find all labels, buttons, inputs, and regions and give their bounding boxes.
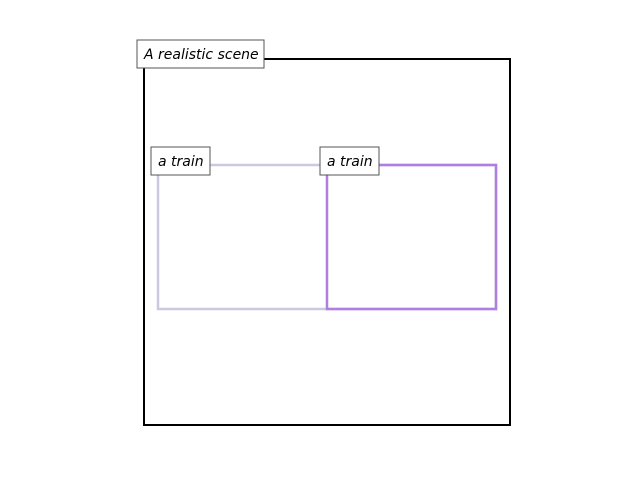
object-label-1: a train	[158, 154, 204, 170]
scene-label-group: A realistic scene	[136, 39, 265, 69]
object-label-group-2: a train	[319, 146, 380, 176]
object-label-group-1: a train	[150, 146, 211, 176]
scene-group	[143, 58, 511, 426]
object-box-group-2	[325, 163, 498, 311]
scene-label-frame	[136, 39, 265, 69]
scene-box	[143, 58, 511, 426]
scene-label: A realistic scene	[143, 47, 259, 63]
object-box-2	[325, 163, 498, 311]
object-label-2: a train	[327, 154, 373, 170]
object-label-frame-2	[319, 146, 380, 176]
object-label-frame-1	[150, 146, 211, 176]
